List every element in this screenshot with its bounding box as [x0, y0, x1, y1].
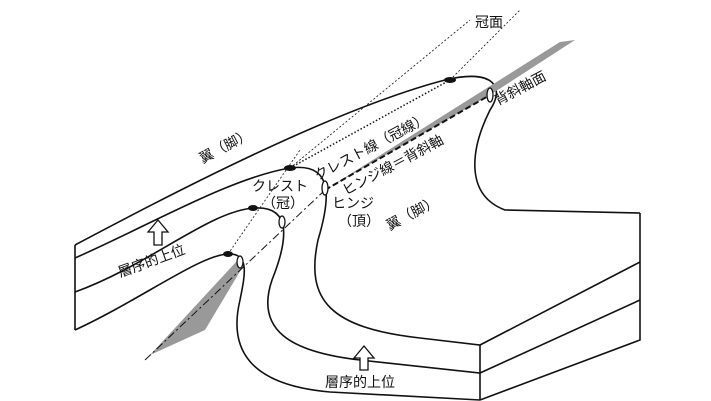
axis-dash: [144, 189, 326, 361]
hinge-kanji-label: （頂）: [338, 214, 380, 230]
younging-bottom-label: 層序的上位: [325, 375, 395, 391]
crest-point: [223, 251, 233, 257]
axial-plane-lower: [150, 262, 242, 355]
crest-kanji-label: （冠）: [262, 196, 304, 212]
top-surface-outline: [74, 75, 641, 246]
crest-point: [248, 205, 258, 211]
crest-point: [444, 77, 456, 83]
crest-line: [289, 79, 451, 169]
hinge-line: [324, 94, 491, 191]
younging-arrow-left: [146, 218, 170, 246]
hinge-point: [278, 215, 286, 229]
hinge-point: [486, 87, 494, 103]
hinge-point: [236, 255, 244, 269]
layer-boundary-2: [74, 207, 641, 374]
younging-arrow-bottom: [352, 344, 376, 371]
crest-label: クレスト: [252, 179, 308, 195]
axial-plane-upper: [325, 40, 575, 190]
inner-fold: [74, 253, 481, 401]
crest-point: [284, 165, 296, 171]
block-right-edge: [479, 213, 641, 401]
crest-surface-label: 冠面: [475, 15, 503, 31]
hinge-label: ヒンジ: [332, 196, 374, 212]
hinge-point: [321, 180, 329, 196]
